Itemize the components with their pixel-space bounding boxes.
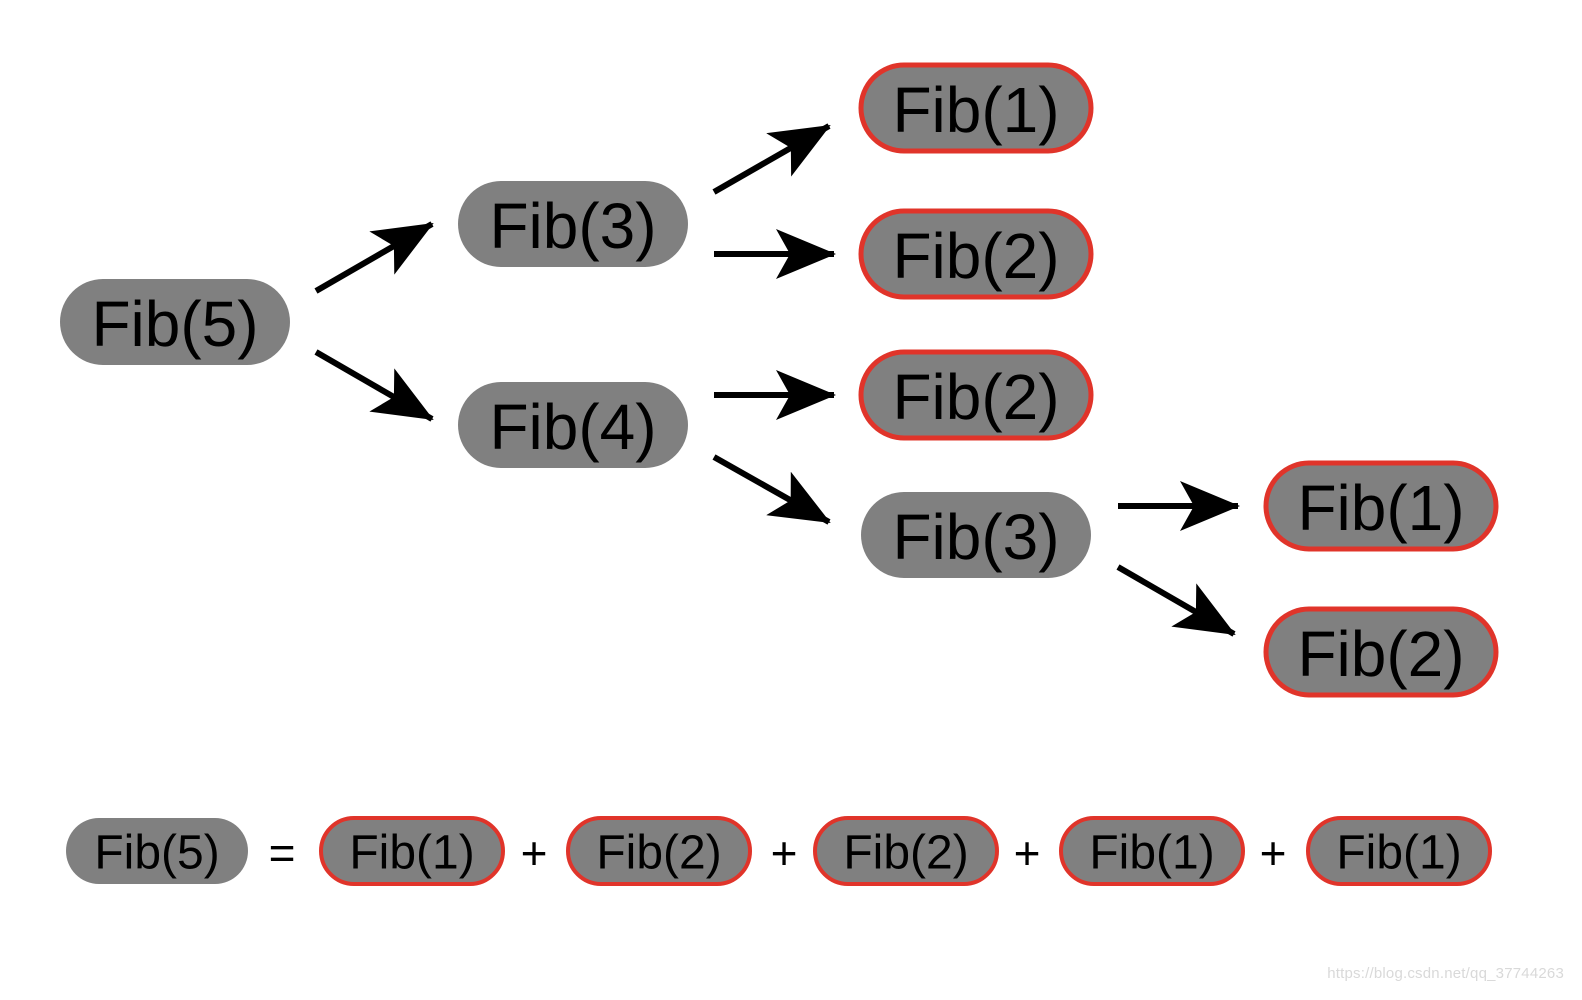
node-label: Fib(2) — [892, 361, 1059, 433]
node-label: Fib(5) — [91, 288, 258, 360]
arrow-n7-n9 — [1116, 564, 1236, 637]
leaf-node-n8: Fib(1) — [1263, 460, 1499, 552]
equation-label: Fib(2) — [843, 827, 968, 880]
equation-pill — [1306, 816, 1492, 886]
leaf-node-n9: Fib(2) — [1263, 606, 1499, 698]
equation-pill — [1059, 816, 1245, 886]
plus-sign-4: + — [1260, 827, 1287, 879]
arrow-n3-n7 — [712, 454, 831, 525]
equation-pill — [66, 818, 248, 884]
node-n3: Fib(4) — [458, 382, 688, 468]
node-label: Fib(2) — [892, 220, 1059, 292]
node-label: Fib(3) — [892, 501, 1059, 573]
node-pill — [458, 181, 688, 267]
node-label: Fib(4) — [489, 391, 656, 463]
node-pill — [60, 279, 290, 365]
equation-term-5: Fib(1) — [1306, 816, 1492, 886]
node-pill — [458, 382, 688, 468]
equation-lhs: Fib(5) — [66, 818, 248, 884]
equals-sign: = — [269, 827, 296, 879]
plus-sign-3: + — [1014, 827, 1041, 879]
tree-nodes: Fib(5) Fib(3) Fib(4) Fib(1) Fib(2) Fib(2) Fib(… — [60, 62, 1499, 698]
equation: Fib(5) = Fib(1) + Fib(2) + Fib(2) + Fib(1) + Fib(1… — [66, 816, 1492, 886]
equation-label: Fib(2) — [596, 827, 721, 880]
equation-term-4: Fib(1) — [1059, 816, 1245, 886]
equation-label: Fib(5) — [94, 827, 219, 880]
node-pill — [858, 208, 1094, 300]
equation-term-1: Fib(1) — [319, 816, 505, 886]
arrow-n2-n4 — [712, 123, 831, 195]
equation-term-2: Fib(2) — [566, 816, 752, 886]
tree-edges — [314, 123, 1240, 637]
node-label: Fib(1) — [1297, 472, 1464, 544]
node-label: Fib(2) — [1297, 618, 1464, 690]
node-label: Fib(1) — [892, 74, 1059, 146]
leaf-node-n4: Fib(1) — [858, 62, 1094, 154]
equation-pill — [813, 816, 999, 886]
node-pill — [1263, 460, 1499, 552]
equation-label: Fib(1) — [1336, 827, 1461, 880]
node-pill — [858, 349, 1094, 441]
node-n2: Fib(3) — [458, 181, 688, 267]
leaf-node-n5: Fib(2) — [858, 208, 1094, 300]
node-n7: Fib(3) — [861, 492, 1091, 578]
equation-term-3: Fib(2) — [813, 816, 999, 886]
watermark-text: https://blog.csdn.net/qq_37744263 — [1327, 965, 1564, 982]
plus-sign-2: + — [771, 827, 798, 879]
equation-pill — [319, 816, 505, 886]
leaf-node-n6: Fib(2) — [858, 349, 1094, 441]
node-label: Fib(3) — [489, 190, 656, 262]
plus-sign-1: + — [521, 827, 548, 879]
equation-label: Fib(1) — [349, 827, 474, 880]
node-pill — [858, 62, 1094, 154]
equation-label: Fib(1) — [1089, 827, 1214, 880]
equation-pill — [566, 816, 752, 886]
node-pill — [861, 492, 1091, 578]
node-n1: Fib(5) — [60, 279, 290, 365]
arrow-n1-n2 — [314, 221, 434, 294]
node-pill — [1263, 606, 1499, 698]
arrow-n1-n3 — [314, 349, 434, 422]
